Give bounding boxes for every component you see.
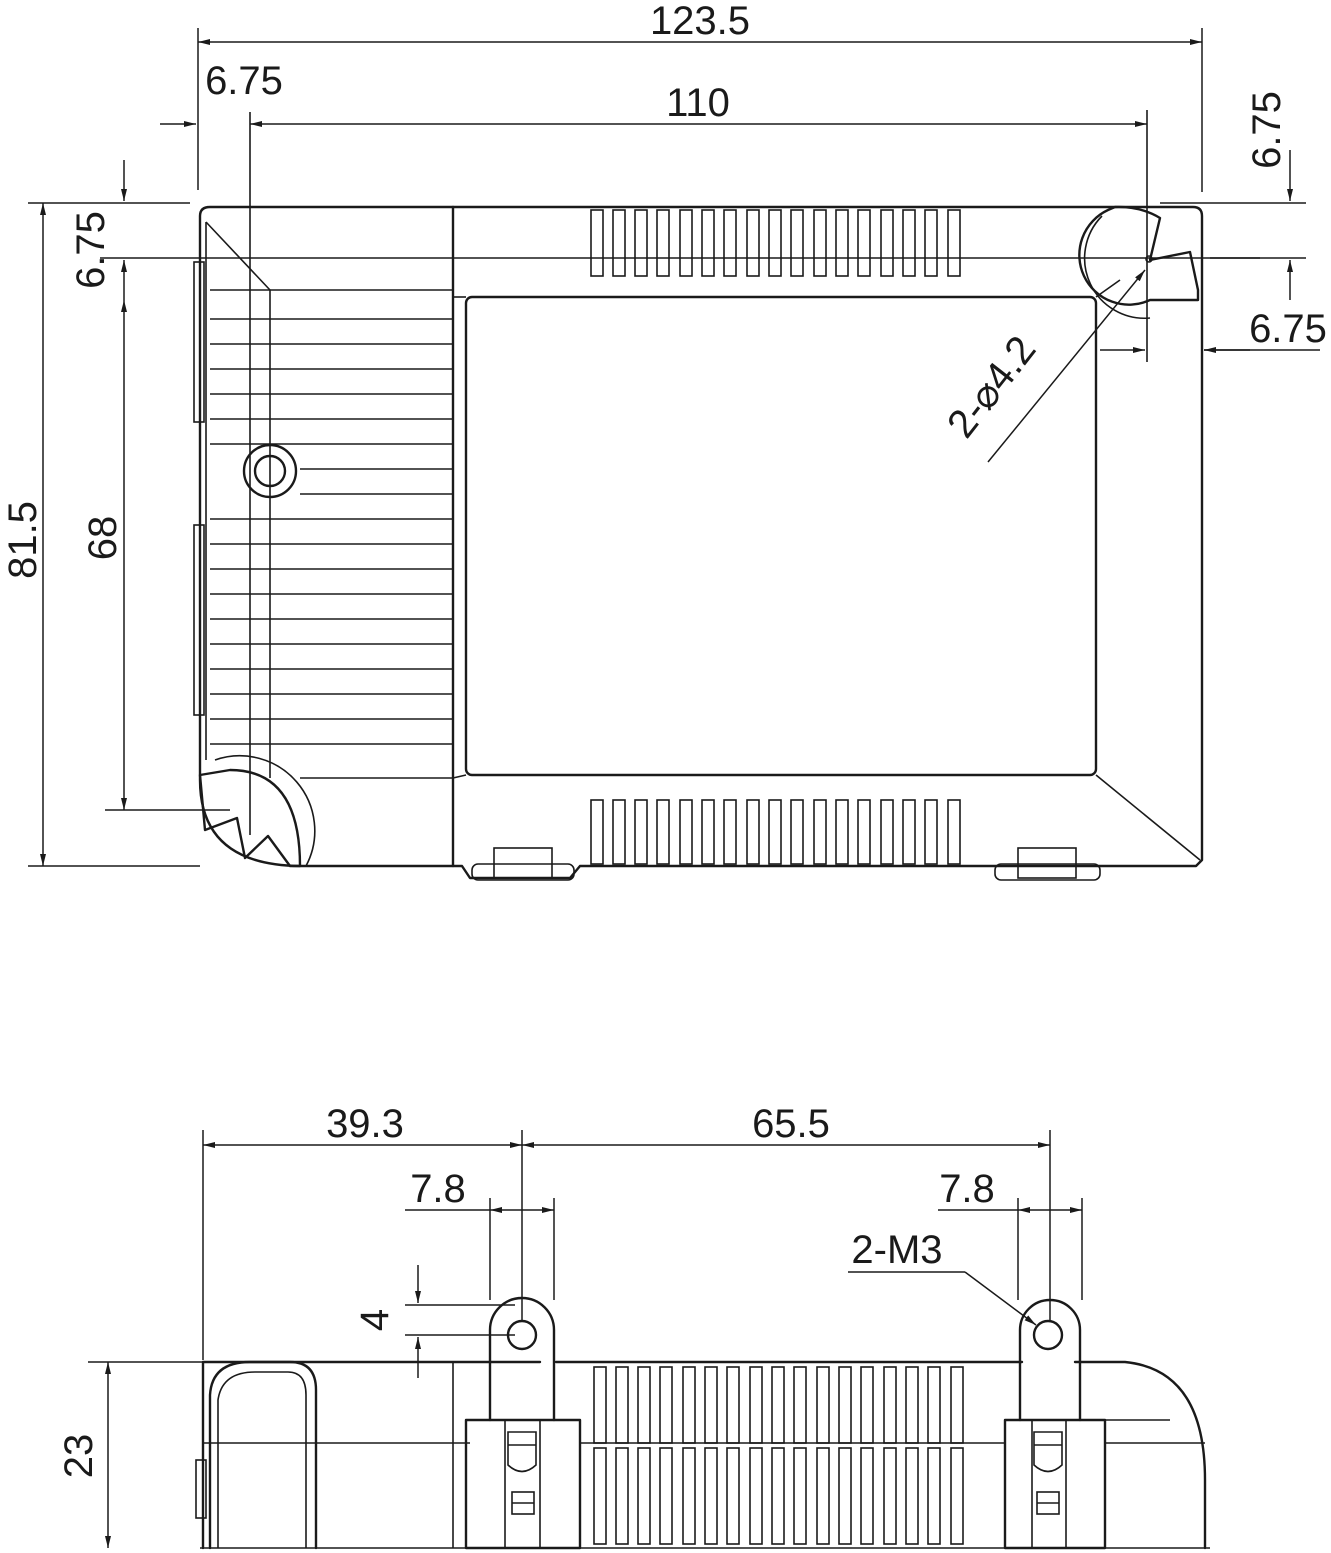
dim-left-top-offset: 6.75 xyxy=(69,211,113,289)
dim-case-height: 23 xyxy=(57,1434,101,1479)
top-view xyxy=(193,110,1204,881)
dim-hole-pitch-length: 110 xyxy=(666,81,730,125)
bottom-clip-left xyxy=(471,847,575,881)
side-view-outline xyxy=(201,1360,1207,1550)
dim-hole-pitch-height: 68 xyxy=(81,516,125,561)
dim-left-to-first-lug: 39.3 xyxy=(326,1102,404,1146)
bottom-clip-right xyxy=(994,847,1101,881)
dim-top-right-offset: 6.75 xyxy=(1245,91,1289,169)
side-vent-slots xyxy=(593,1366,964,1545)
mounting-hole-bottom-left xyxy=(198,755,316,868)
top-view-outline xyxy=(198,205,1204,880)
dim-left-offset: 6.75 xyxy=(205,59,283,103)
lug-hole-right xyxy=(1032,1319,1064,1351)
side-mounting-lug-right xyxy=(1003,1298,1107,1550)
dim-lug-pitch: 65.5 xyxy=(752,1102,830,1146)
dim-left-lug-width: 7.8 xyxy=(410,1167,466,1211)
side-left-end-cap xyxy=(195,1360,318,1550)
mounting-hole-top-right xyxy=(1078,205,1200,320)
dim-lug-height: 4 xyxy=(353,1309,397,1331)
dim-right-offset: 6.75 xyxy=(1249,307,1327,351)
dim-overall-length: 123.5 xyxy=(650,0,750,43)
dim-overall-height: 81.5 xyxy=(1,501,45,579)
indicator-led xyxy=(242,443,298,499)
dim-thread: 2-M3 xyxy=(851,1228,942,1272)
label-plate xyxy=(464,295,1098,777)
side-view xyxy=(195,1296,1210,1550)
side-view-dimensions: 39.3 65.5 7.8 7.8 2-M3 4 23 xyxy=(57,1102,1083,1548)
dim-right-lug-width: 7.8 xyxy=(939,1167,995,1211)
dim-mounting-holes: 2-⌀4.2 xyxy=(939,328,1045,446)
left-heatsink-ribs xyxy=(193,221,453,779)
top-vent-slots xyxy=(590,209,961,277)
bottom-vent-slots xyxy=(590,799,961,865)
